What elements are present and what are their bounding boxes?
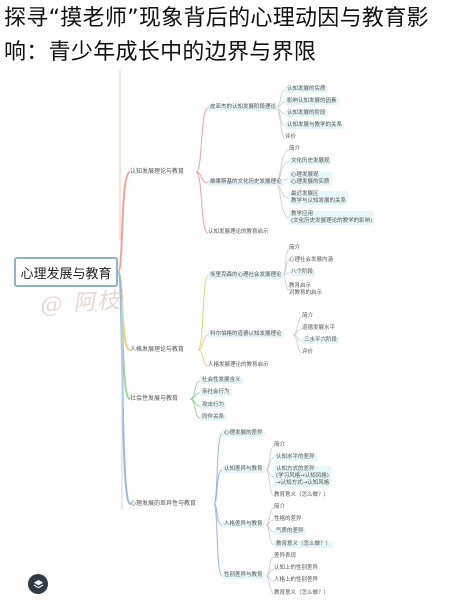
pers-diff-item: 气质的差异 [274,528,306,535]
erikson-item: 八个阶段 [289,269,316,276]
sub-erikson-theory[interactable]: 埃里克森的心理社会发展理论 [208,272,284,279]
sub-aggressive-behavior[interactable]: 攻击行为 [200,402,227,409]
pers-diff-item: 性格的差异 [274,516,302,522]
sub-cognitive-implications[interactable]: 认知发展理论的教育启示 [208,229,269,235]
sub-prosocial-behavior[interactable]: 亲社会行为 [200,389,232,396]
sub-cognitive-differences[interactable]: 认知差异与教育 [222,466,265,473]
sub-social-meaning[interactable]: 社会性发展含义 [200,377,243,384]
piaget-item: 认知发展的阶段 [285,110,328,117]
vygotsky-item: 最近发展区 教学与认知发展的关系 [289,191,349,205]
vygotsky-item: 简介 [289,146,301,152]
sub-kohlberg-theory[interactable]: 科尔伯格的道德认知发展理论 [208,331,284,338]
vygotsky-item: 心理发展观 心理发展的实质 [289,172,332,186]
mind-map-root[interactable]: 心理发展与教育 [14,257,118,287]
sub-psych-differences[interactable]: 心理发展的差异 [222,430,265,437]
sub-personality-implications[interactable]: 人格发展理论的教育启示 [208,362,269,368]
sub-piaget-theory[interactable]: 皮亚杰的认知发展阶段理论 [208,104,279,111]
kohlberg-item: 评价 [302,349,314,355]
kohlberg-item: 道德发展水平 [302,325,336,331]
branch-individual-differences[interactable]: 心理发展的差异性与教育 [130,500,197,507]
sub-peer-relations[interactable]: 同伴关系 [200,414,227,421]
erikson-item: 心理社会发展内涵 [289,257,334,263]
vygotsky-item: 教学应用 (文化历史发展理论的教学的影响) [289,211,375,225]
watermark: @ 阿枝 [39,288,122,319]
cog-diff-item: 教育意义（怎么做？） [274,492,330,498]
gender-diff-item: 认知上的性别差异 [274,565,319,571]
sub-personality-differences[interactable]: 人格差异与教育 [222,521,265,528]
pers-diff-item: 简介 [274,504,286,510]
layers-button[interactable] [28,574,48,594]
piaget-item: 影响认知发展的因素 [285,98,339,105]
gender-diff-item: 人格上的性别差异 [274,577,319,583]
piaget-item: 认知发展的实质 [285,86,328,93]
gender-diff-item: 教育意义（怎么做？） [274,590,330,596]
branch-cognitive-development[interactable]: 认知发展理论与教育 [130,168,185,175]
sub-gender-differences[interactable]: 性别差异与教育 [222,572,265,579]
kohlberg-item: 三水平六阶段 [302,337,340,344]
piaget-item: 评价 [285,134,297,140]
branch-personality-development[interactable]: 人格发展理论与教育 [130,346,185,353]
cog-diff-item: 认知方式的差异 (学习风格→认知风格) →认知方式→认知风格 [274,466,332,487]
piaget-item: 认知发展与教学的关系 [285,122,345,129]
cog-diff-item: 简介 [274,442,286,448]
sub-vygotsky-theory[interactable]: 维果斯基的文化历史发展理论 [208,179,284,186]
pers-diff-item: 教育意义（怎么做？） [274,541,334,548]
layers-icon [33,575,44,594]
vygotsky-item: 文化历史发展观 [289,158,332,165]
erikson-item: 教育启示 对教育的启示 [289,283,323,296]
cog-diff-item: 认知水平的差异 [274,454,317,461]
gender-diff-item: 差异表现 [274,553,297,559]
kohlberg-item: 简介 [302,313,314,319]
erikson-item: 简介 [289,245,301,251]
branch-social-development[interactable]: 社会性发展与教育 [130,395,179,402]
article-title: 探寻“摸老师”现象背后的心理动因与教育影响：青少年成长中的边界与界限 [4,6,429,65]
